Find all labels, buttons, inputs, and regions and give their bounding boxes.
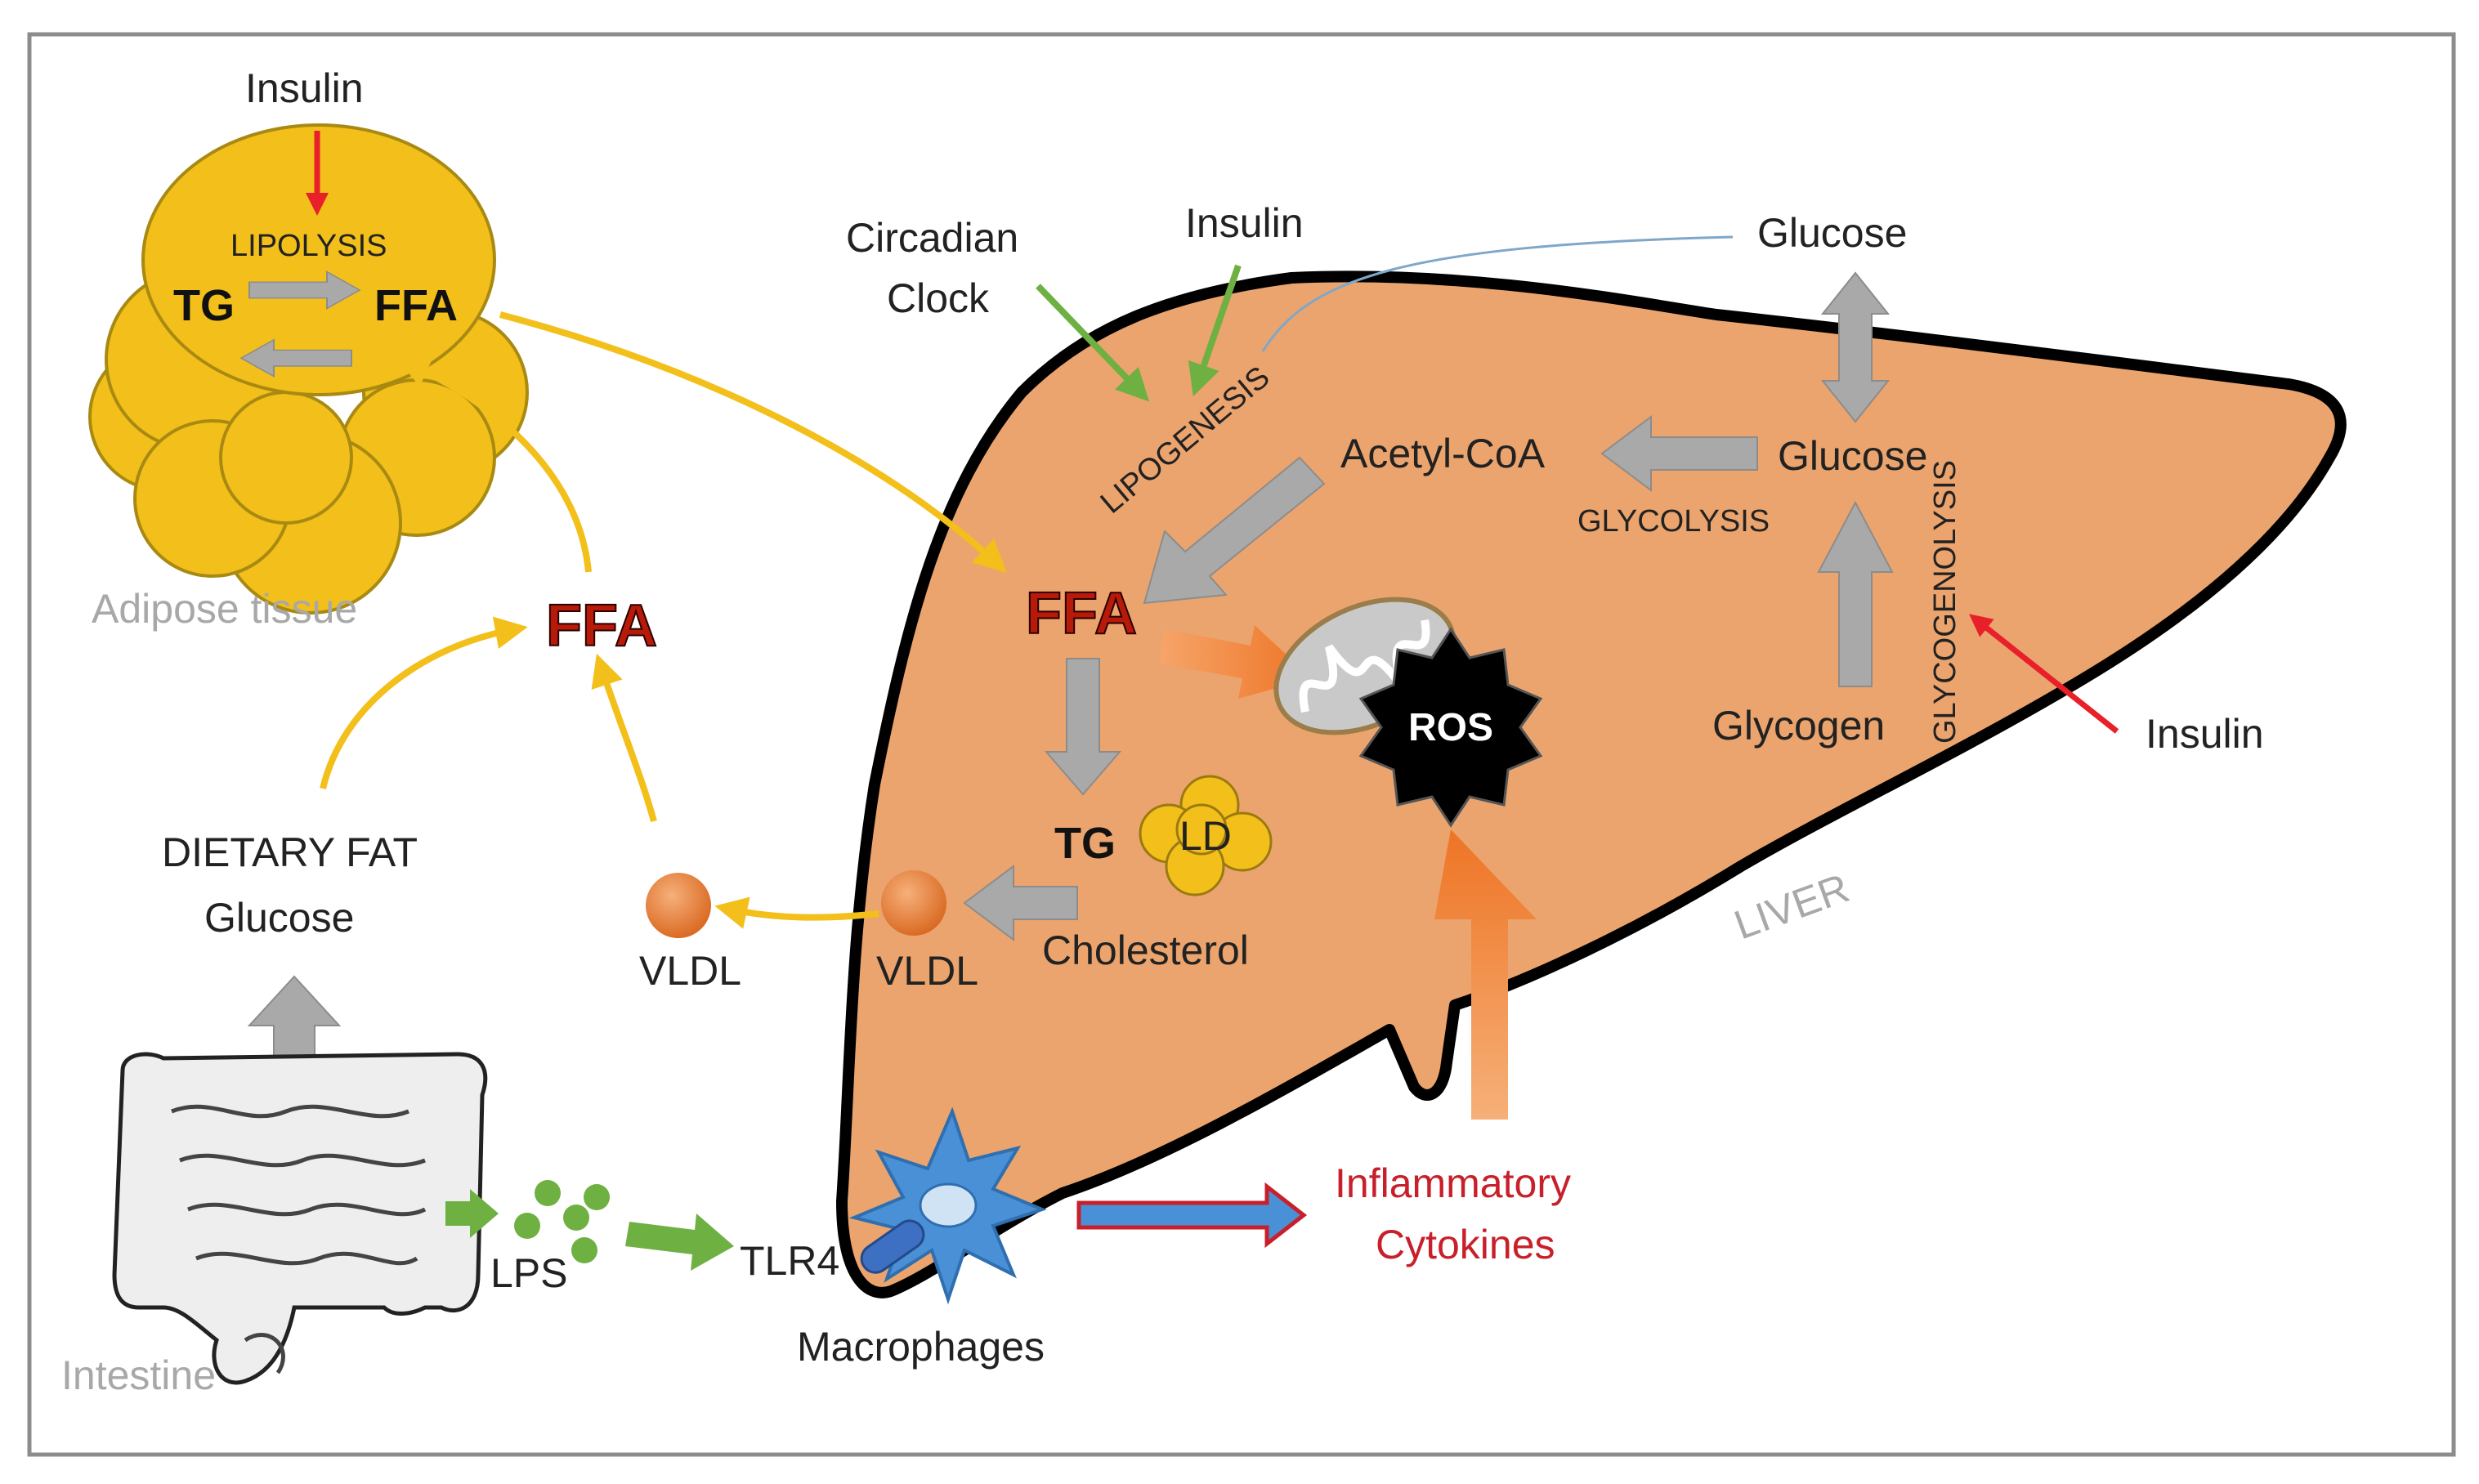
glucose-up-double-arrow (1820, 271, 1891, 423)
ffa-to-tg-reverse-arrow (239, 338, 352, 378)
circulating-ffa-to-adipose-arrow (396, 356, 592, 573)
inflammatory-label-line1: Inflammatory (1335, 1160, 1571, 1206)
intestine-icon (112, 1052, 488, 1385)
ffa-to-tg-arrow (1044, 658, 1122, 796)
insulin-right-inhibit-line (1969, 614, 2119, 734)
cholesterol-to-vldl-arrow (963, 865, 1078, 941)
glucose-top-label: Glucose (1757, 210, 1907, 256)
dietary-fat-to-ffa-arrow (320, 616, 528, 789)
glycogenolysis-label: GLYCOGENOLYSIS (1928, 460, 1962, 744)
adipose-ffa-label: FFA (374, 281, 458, 330)
vldl-to-ffa-arrow (591, 653, 657, 823)
ros-label: ROS (1408, 706, 1493, 749)
glucose-label: Glucose (1778, 433, 1927, 479)
liver-vldl-particle (881, 870, 946, 936)
cholesterol-label: Cholesterol (1042, 928, 1249, 973)
tg-to-ffa-arrow (248, 270, 361, 310)
lipogenesis-to-ffa-arrow (1143, 456, 1326, 605)
insulin-right-label: Insulin (2146, 711, 2264, 757)
adipose-to-liver-ffa-arrow (499, 311, 1007, 573)
adipose-insulin-label: Insulin (245, 65, 364, 111)
cytokines-to-ros-arrow (1434, 829, 1537, 1120)
circulating-ffa-label: FFA (546, 593, 657, 659)
tlr4-receptor (860, 1219, 925, 1274)
ld-label: LD (1179, 813, 1232, 859)
lps-to-tlr4-arrow (625, 1214, 734, 1271)
glycogen-to-glucose-arrow (1817, 500, 1894, 687)
intestine-label: Intestine (61, 1352, 216, 1398)
circadian-to-lipogenesis-arrow (1036, 284, 1150, 402)
glucose-to-acetylcoa-arrow (1600, 415, 1758, 492)
dietary-fat-label: DIETARY FAT (162, 829, 418, 875)
lipolysis-label: LIPOLYSIS (230, 229, 387, 263)
insulin-to-lipogenesis-arrow (1188, 264, 1242, 397)
macrophage-nucleus (919, 1182, 978, 1228)
adipose-tissue-label: Adipose tissue (92, 586, 357, 632)
lps-label: LPS (490, 1250, 568, 1296)
ros-burst-icon (1358, 627, 1543, 828)
circadian-clock-label-line2: Clock (887, 275, 990, 321)
liver-vldl-to-circulating-vldl-arrow (714, 896, 879, 929)
liver-ffa-label: FFA (1026, 581, 1137, 646)
ffa-to-mitochondria-arrow (1159, 625, 1312, 699)
macrophage-to-cytokines-arrow (1076, 1182, 1308, 1249)
intestine-to-lps-arrow (445, 1189, 499, 1238)
glycogen-label: Glycogen (1712, 703, 1885, 749)
macrophages-label: Macrophages (797, 1324, 1045, 1370)
tlr4-label: TLR4 (740, 1238, 839, 1284)
circulating-vldl-particle (646, 873, 711, 938)
dietary-glucose-label: Glucose (204, 895, 354, 941)
inflammatory-label-line2: Cytokines (1376, 1222, 1555, 1267)
lps-particles-icon (514, 1180, 610, 1263)
glycolysis-label: GLYCOLYSIS (1577, 504, 1770, 539)
adipose-tg-label: TG (173, 281, 235, 330)
glucose-insulin-connector (1261, 235, 1734, 352)
adipose-tissue-icon (88, 123, 529, 615)
circadian-clock-label-line1: Circadian (846, 215, 1018, 261)
acetyl-coa-label: Acetyl-CoA (1340, 431, 1546, 476)
lipid-droplet-icon (1139, 775, 1273, 896)
liver-vldl-label: VLDL (876, 948, 978, 994)
liver-tg-label: TG (1054, 819, 1116, 868)
insulin-top-label: Insulin (1185, 200, 1304, 246)
circulating-vldl-label: VLDL (639, 948, 741, 994)
